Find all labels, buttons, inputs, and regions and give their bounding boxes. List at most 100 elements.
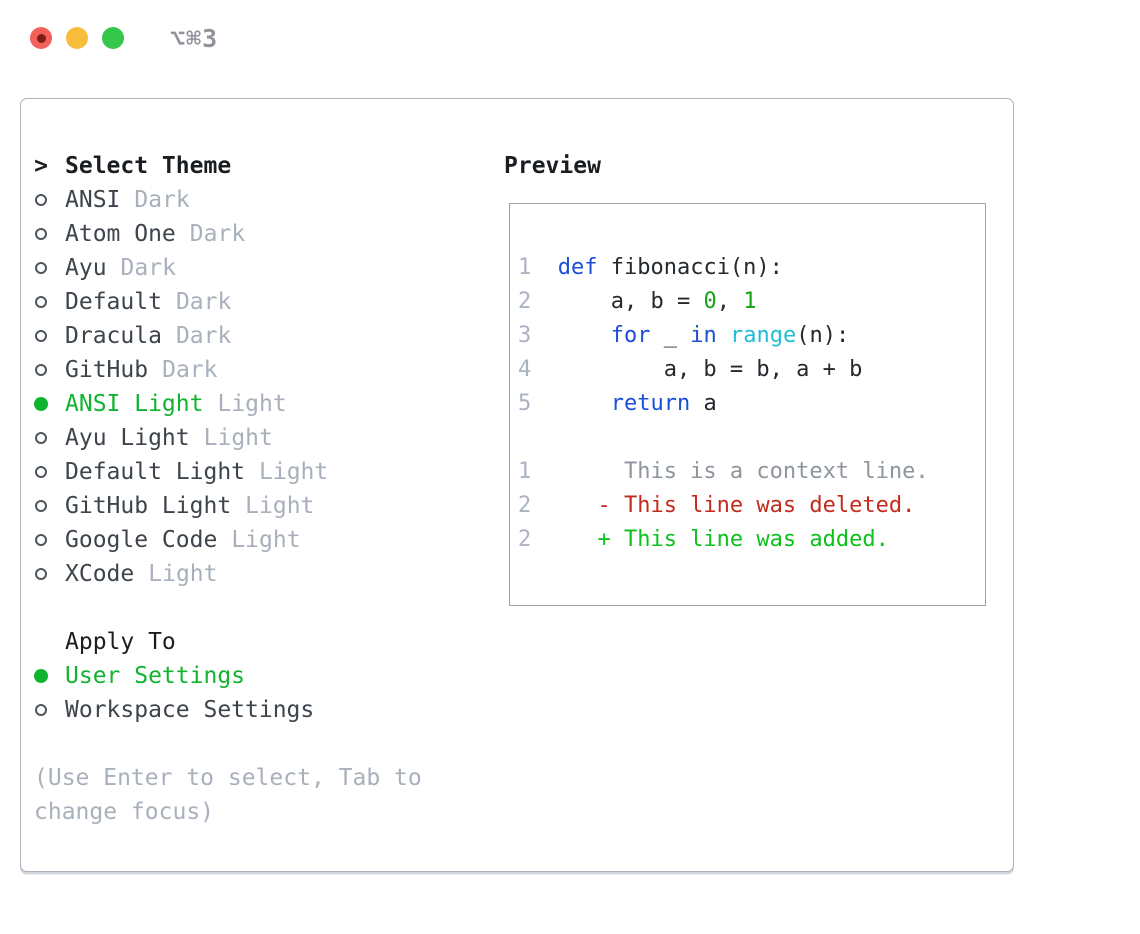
code-line [518, 421, 977, 455]
code-segment-plain [558, 323, 611, 348]
minimize-button[interactable] [66, 27, 88, 49]
focus-caret-icon: > [34, 153, 48, 179]
line-number: 5 [518, 391, 532, 416]
code-segment-kw: for [610, 323, 651, 348]
code-segment-plain: a, b = b, a + b [557, 357, 863, 382]
code-line: 4 a, b = b, a + b [518, 353, 977, 387]
code-line: 2 - This line was deleted. [518, 489, 977, 523]
maximize-button[interactable] [102, 27, 124, 49]
line-number: 1 [518, 459, 532, 484]
code-segment-plain [558, 391, 611, 416]
code-segment-plain: a [690, 391, 717, 416]
theme-variant-tag: Dark [134, 187, 190, 213]
theme-option-ansi-light[interactable]: ANSI Light Light [34, 387, 449, 421]
apply-option-user-settings[interactable]: User Settings [34, 659, 449, 693]
radio-icon [34, 285, 48, 319]
apply-to-title: Apply To [65, 629, 176, 655]
code-segment-fn: range [729, 323, 797, 348]
theme-option-label: Ayu Light [65, 425, 190, 451]
code-segment-del: - This line was deleted. [557, 493, 916, 518]
preview-title: Preview [504, 153, 601, 179]
code-segment-plain: fibonacci(n): [597, 255, 783, 280]
theme-option-ansi[interactable]: ANSI Dark [34, 183, 449, 217]
theme-option-xcode[interactable]: XCode Light [34, 557, 449, 591]
theme-option-label: Ayu [65, 255, 107, 281]
line-number: 2 [518, 493, 532, 518]
close-button-dot-icon [36, 33, 46, 43]
close-button[interactable] [30, 27, 52, 49]
theme-variant-tag: Dark [175, 323, 232, 349]
line-number: 2 [518, 527, 532, 552]
theme-variant-tag: Light [231, 527, 301, 553]
code-segment-plain: a, b = [557, 289, 704, 314]
radio-icon [34, 421, 48, 455]
radio-icon [34, 455, 48, 489]
theme-option-ayu-light[interactable]: Ayu Light Light [34, 421, 449, 455]
radio-icon [34, 183, 48, 217]
theme-option-label: ANSI [65, 187, 121, 213]
theme-option-label: XCode [65, 561, 135, 587]
theme-option-google-code[interactable]: Google Code Light [34, 523, 449, 557]
code-segment-ctx: This is a context line. [557, 459, 929, 484]
radio-icon [34, 523, 48, 557]
theme-variant-tag: Dark [162, 357, 218, 383]
theme-variant-tag: Light [259, 459, 329, 485]
theme-option-label: GitHub Light [65, 493, 232, 519]
radio-icon [34, 557, 48, 591]
code-segment-plain: _ [650, 323, 691, 348]
code-segment-add: + This line was added. [557, 527, 889, 552]
theme-option-github[interactable]: GitHub Dark [34, 353, 449, 387]
theme-variant-tag: Light [203, 425, 273, 451]
apply-option-label: Workspace Settings [65, 697, 315, 723]
window-shortcut-label: ⌥⌘3 [170, 23, 219, 53]
radio-icon [34, 251, 48, 285]
radio-icon [34, 353, 48, 387]
code-segment-kw: def [557, 255, 598, 280]
theme-variant-tag: Light [148, 561, 218, 587]
apply-option-workspace-settings[interactable]: Workspace Settings [34, 693, 449, 727]
keyboard-hint: (Use Enter to select, Tab to change focu… [34, 765, 422, 825]
theme-option-label: ANSI Light [65, 391, 204, 417]
theme-option-label: Google Code [65, 527, 218, 553]
radio-icon [34, 319, 48, 353]
code-line: 1 def fibonacci(n): [518, 251, 977, 285]
theme-option-label: GitHub [65, 357, 149, 383]
theme-variant-tag: Dark [175, 289, 232, 315]
radio-selected-icon [34, 659, 48, 693]
code-segment-kw: return [610, 391, 691, 416]
code-line: 3 for _ in range(n): [518, 319, 977, 353]
select-theme-title: Select Theme [65, 153, 232, 179]
code-segment-plain: (n): [796, 323, 850, 348]
apply-to-header: Apply To [34, 625, 449, 659]
code-line: 2 + This line was added. [518, 523, 977, 557]
theme-variant-tag: Light [217, 391, 287, 417]
theme-variant-tag: Dark [120, 255, 176, 281]
radio-icon [34, 489, 48, 523]
radio-icon [34, 217, 48, 251]
code-line: 5 return a [518, 387, 977, 421]
window-titlebar: ⌥⌘3 [30, 23, 219, 53]
apply-option-label: User Settings [65, 663, 246, 689]
code-line: 2 a, b = 0, 1 [518, 285, 977, 319]
spacer [34, 591, 449, 625]
select-theme-header: > Select Theme [34, 149, 449, 183]
theme-variant-tag: Dark [189, 221, 246, 247]
line-number: 3 [518, 323, 532, 348]
code-segment-num: 0 [703, 289, 717, 314]
theme-option-ayu[interactable]: Ayu Dark [34, 251, 449, 285]
code-line: 1 This is a context line. [518, 455, 977, 489]
spacer [34, 727, 449, 761]
line-number: 2 [518, 289, 532, 314]
line-number: 1 [518, 255, 532, 280]
code-segment-num: 1 [743, 289, 757, 314]
